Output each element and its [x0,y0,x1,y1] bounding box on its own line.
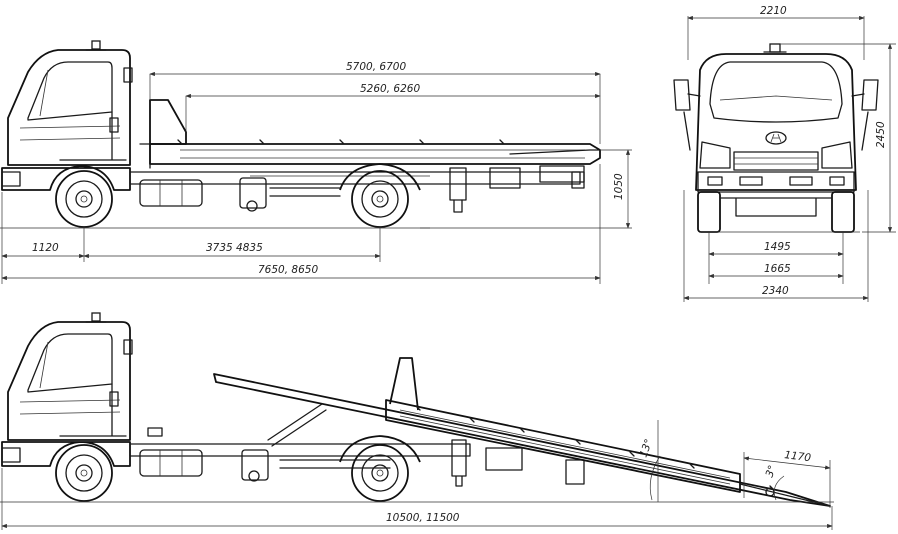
loading-view-dimensions: 13° 3° 1170 10500, 11500 [0,420,834,530]
dim-overall-length: 7650, 8650 [258,264,318,276]
dim-frame-height: 1050 [613,173,625,200]
front-view [673,43,879,233]
side-view-dimensions: 5700, 6700 5260, 6260 1050 1120 3735 483… [0,61,632,284]
dim-body-length-inner: 5260, 6260 [360,83,420,95]
dim-body-length-outer: 5700, 6700 [346,61,406,73]
side-view-transport [1,40,601,228]
dim-ramp-length: 1170 [784,449,812,464]
dim-front-overhang: 1120 [32,242,59,254]
dim-wheelbase: 3735 4835 [206,242,263,254]
dim-track: 1495 [764,241,791,253]
dim-overall-width: 2340 [762,285,789,297]
dim-height: 2450 [875,121,887,148]
dim-body-width: 1665 [764,263,791,275]
hyundai-logo-icon [765,131,787,145]
dim-width-top: 2210 [760,5,787,17]
dim-tilt-angle: 13° [638,437,656,459]
front-view-dimensions: 2210 2450 1495 1665 2340 [683,5,896,302]
dim-overall-length-loading: 10500, 11500 [386,512,460,524]
side-view-loading [1,312,831,507]
dim-ramp-angle: 3° [764,464,779,479]
